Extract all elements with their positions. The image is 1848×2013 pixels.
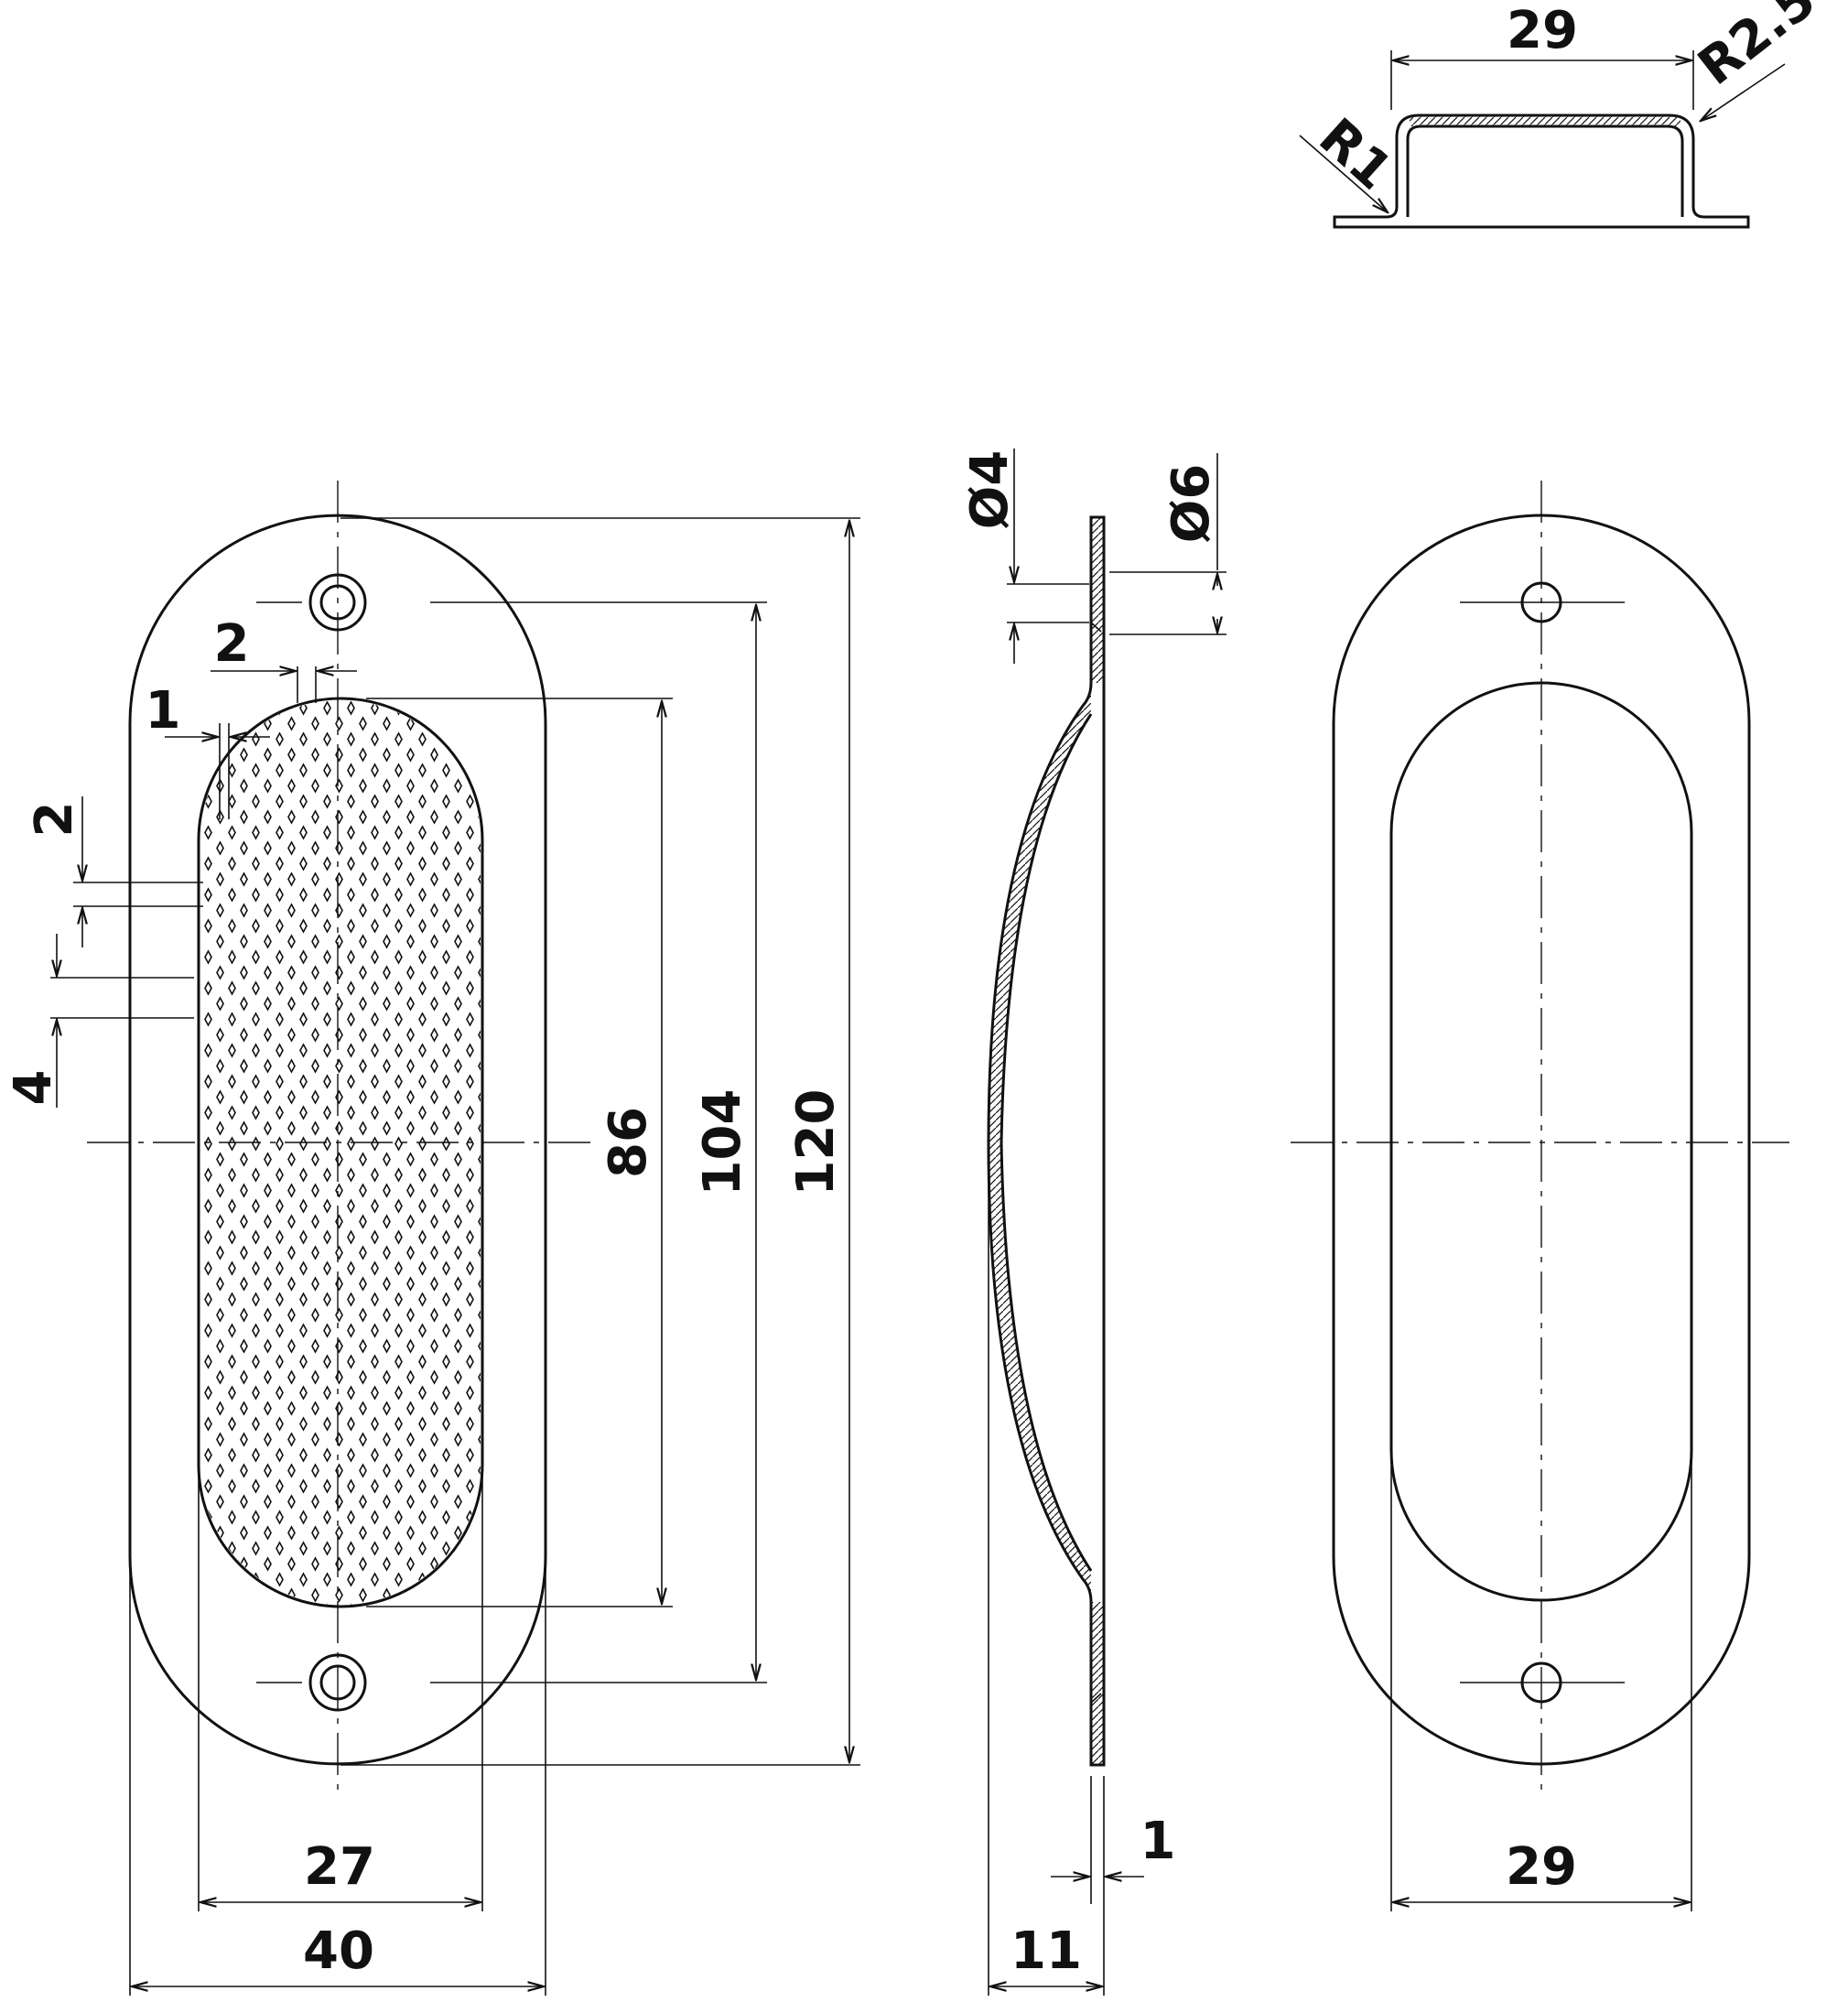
dim-texture-pitch-h: 2 bbox=[214, 614, 250, 674]
dim-recess-length: 86 bbox=[599, 1107, 658, 1178]
countersink-mark bbox=[1090, 1693, 1102, 1704]
section-inner-profile bbox=[1406, 124, 1684, 217]
back-view: 29 bbox=[1291, 481, 1789, 1911]
dim-recess-width: 27 bbox=[304, 1837, 375, 1897]
dim-hole-spacing: 104 bbox=[693, 1089, 752, 1196]
top-section-view: 29 R2.5 R1 bbox=[1299, 0, 1827, 229]
front-view: 86 104 120 2 1 2 4 27 40 bbox=[4, 481, 860, 1996]
mounting-hole-outer bbox=[308, 573, 367, 632]
dim-texture-pitch-v2: 4 bbox=[4, 1070, 63, 1106]
dim-depth: 11 bbox=[1010, 1921, 1082, 1981]
leader-line bbox=[1701, 63, 1786, 121]
side-profile-inner bbox=[1000, 713, 1093, 1572]
side-hatch bbox=[989, 683, 1091, 1602]
dim-texture-gap: 1 bbox=[146, 681, 181, 741]
dim-back-width: 29 bbox=[1506, 1837, 1577, 1897]
dim-plate-thickness: 1 bbox=[1140, 1812, 1176, 1871]
mounting-hole-inner bbox=[319, 1664, 356, 1701]
dim-hole-small: Ø4 bbox=[960, 450, 1020, 530]
dim-overall-width: 40 bbox=[303, 1921, 374, 1981]
side-hatch bbox=[1091, 517, 1104, 683]
back-outer-outline bbox=[1332, 514, 1751, 1766]
mounting-hole-inner bbox=[319, 584, 356, 621]
side-hatch bbox=[1091, 1602, 1104, 1765]
mounting-hole-outer bbox=[308, 1653, 367, 1712]
countersink-mark bbox=[1090, 622, 1102, 633]
dim-texture-pitch-v: 2 bbox=[25, 802, 84, 838]
side-view: Ø4 Ø6 1 11 bbox=[960, 449, 1227, 1996]
section-hatch bbox=[1410, 115, 1680, 126]
section-profile bbox=[1333, 114, 1750, 229]
dim-top-width: 29 bbox=[1507, 1, 1578, 60]
dim-top-r-inner: R1 bbox=[1308, 107, 1404, 201]
leader-line bbox=[1299, 135, 1388, 212]
dim-hole-large: Ø6 bbox=[1162, 464, 1221, 544]
dim-overall-length: 120 bbox=[786, 1089, 846, 1196]
texture-pattern bbox=[200, 700, 481, 1605]
